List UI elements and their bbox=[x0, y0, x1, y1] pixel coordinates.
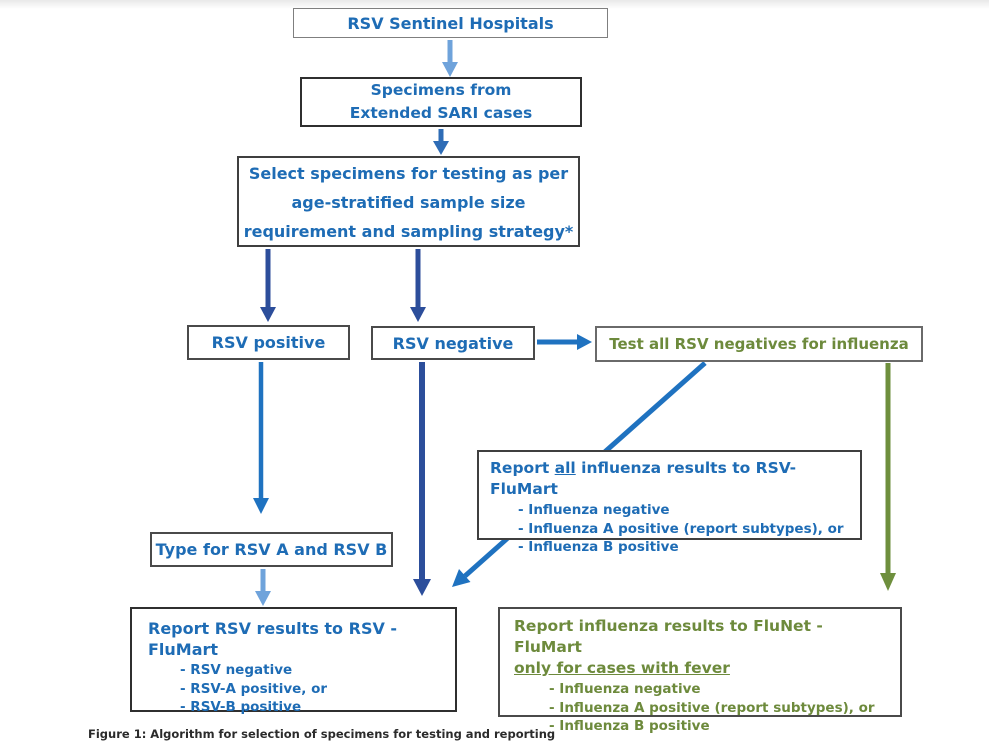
figure-caption: Figure 1: Algorithm for selection of spe… bbox=[88, 727, 556, 741]
node-rsv-sentinel-hospitals: RSV Sentinel Hospitals bbox=[293, 8, 608, 38]
node-bullet-list: - RSV negative - RSV-A positive, or - RS… bbox=[180, 661, 447, 717]
node-label: RSV positive bbox=[211, 333, 326, 352]
node-title-line2-underlined: only for cases with fever bbox=[514, 659, 730, 677]
arrow-head bbox=[253, 498, 269, 514]
node-label-line1: Specimens from bbox=[370, 81, 512, 99]
arrow-sentinel-to-specimens bbox=[442, 40, 458, 77]
bullet-item: - Influenza A positive (report subtypes)… bbox=[518, 520, 844, 537]
arrow-rsv-negative-to-report-rsv bbox=[413, 362, 431, 596]
node-label-line3: requirement and sampling strategy* bbox=[243, 221, 574, 241]
bullet-item: - RSV-B positive bbox=[180, 699, 302, 715]
node-label: Test all RSV negatives for influenza bbox=[609, 335, 909, 353]
node-label: Type for RSV A and RSV B bbox=[155, 540, 388, 559]
node-title: Report all influenza results to RSV- Flu… bbox=[490, 458, 852, 500]
arrow-rsv-positive-to-type bbox=[253, 362, 269, 514]
title-underlined-word: all bbox=[554, 459, 576, 477]
node-label: RSV negative bbox=[392, 333, 514, 353]
node-label-line2: age-stratified sample size bbox=[291, 192, 526, 212]
title-suffix: influenza results to RSV- FluMart bbox=[490, 459, 797, 498]
arrow-head bbox=[880, 573, 896, 591]
arrow-specimens-to-select bbox=[433, 129, 449, 155]
node-report-rsv-results: Report RSV results to RSV - FluMart - RS… bbox=[130, 607, 457, 715]
node-select-specimens: Select specimens for testing as per age-… bbox=[237, 156, 580, 247]
arrow-head bbox=[413, 579, 431, 596]
node-report-all-influenza: Report all influenza results to RSV- Flu… bbox=[477, 450, 862, 555]
node-title-line1: Report influenza results to FluNet - Flu… bbox=[514, 617, 823, 656]
arrow-type-to-report-rsv bbox=[255, 569, 271, 606]
arrow-head bbox=[260, 307, 276, 322]
page-top-shadow bbox=[0, 0, 989, 9]
arrow-head bbox=[577, 334, 592, 350]
node-type-rsv-a-b: Type for RSV A and RSV B bbox=[150, 532, 393, 567]
node-specimens-extended-sari: Specimens from Extended SARI cases bbox=[300, 77, 582, 127]
arrow-head bbox=[255, 591, 271, 606]
bullet-item: - Influenza B positive bbox=[518, 539, 679, 555]
bullet-item: - RSV-A positive, or bbox=[180, 680, 328, 697]
bullet-item: - Influenza negative bbox=[549, 681, 701, 697]
arrow-head bbox=[410, 307, 426, 322]
bullet-item: - Influenza negative bbox=[518, 502, 670, 518]
node-bullet-list: - Influenza negative - Influenza A posit… bbox=[549, 680, 892, 736]
node-rsv-negative: RSV negative bbox=[371, 326, 535, 360]
title-prefix: Report bbox=[490, 459, 550, 477]
node-label-line2: Extended SARI cases bbox=[349, 104, 533, 122]
arrow-test-all-to-report-flunet bbox=[880, 363, 896, 591]
arrow-head bbox=[433, 141, 449, 155]
arrow-select-to-rsv-positive bbox=[260, 249, 276, 322]
arrow-head bbox=[452, 569, 471, 587]
node-title: Report RSV results to RSV - FluMart bbox=[148, 619, 398, 659]
node-report-flunet-results: Report influenza results to FluNet - Flu… bbox=[498, 607, 902, 734]
bullet-item: - Influenza A positive (report subtypes)… bbox=[549, 699, 875, 716]
node-test-all-rsv-negatives: Test all RSV negatives for influenza bbox=[595, 326, 923, 362]
arrow-rsv-negative-to-test-all bbox=[537, 334, 592, 350]
node-rsv-positive: RSV positive bbox=[187, 325, 350, 360]
arrow-head bbox=[442, 62, 458, 77]
node-bullet-list: - Influenza negative - Influenza A posit… bbox=[518, 501, 852, 557]
bullet-item: - Influenza B positive bbox=[549, 718, 710, 734]
node-label: RSV Sentinel Hospitals bbox=[347, 13, 554, 33]
bullet-item: - RSV negative bbox=[180, 662, 293, 678]
node-label-line1: Select specimens for testing as per bbox=[248, 163, 569, 183]
arrow-select-to-rsv-negative bbox=[410, 249, 426, 322]
